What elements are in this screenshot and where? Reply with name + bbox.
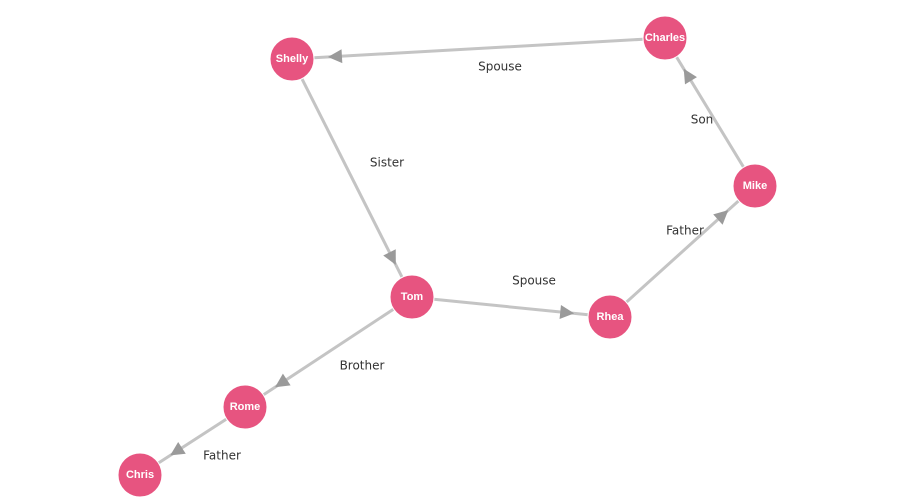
- edge-label-rome-chris: Father: [203, 449, 241, 463]
- node-rhea[interactable]: Rhea: [587, 294, 633, 340]
- node-chris[interactable]: Chris: [117, 452, 163, 498]
- edge-label-mike-charles: Son: [691, 113, 714, 127]
- arrowhead-tom-rome: [275, 373, 291, 388]
- node-circle-mike[interactable]: [732, 163, 778, 209]
- arrowhead-charles-shelly: [327, 49, 343, 64]
- edges-layer: [157, 37, 745, 465]
- edge-shelly-tom: [300, 77, 404, 279]
- node-shelly[interactable]: Shelly: [269, 36, 315, 82]
- edge-label-rhea-mike: Father: [666, 224, 704, 238]
- arrowhead-mike-charles: [683, 68, 697, 85]
- node-rome[interactable]: Rome: [222, 384, 268, 430]
- arrowhead-rome-chris: [170, 441, 186, 456]
- edge-label-shelly-tom: Sister: [370, 156, 404, 170]
- node-circle-tom[interactable]: [389, 274, 435, 320]
- arrowhead-rhea-mike: [713, 210, 729, 225]
- edge-label-tom-rome: Brother: [340, 359, 385, 373]
- node-circle-charles[interactable]: [642, 15, 688, 61]
- node-mike[interactable]: Mike: [732, 163, 778, 209]
- arrowhead-shelly-tom: [383, 249, 396, 265]
- node-circle-chris[interactable]: [117, 452, 163, 498]
- node-tom[interactable]: Tom: [389, 274, 435, 320]
- edge-label-charles-shelly: Spouse: [478, 60, 522, 74]
- node-circle-shelly[interactable]: [269, 36, 315, 82]
- arrowhead-tom-rhea: [559, 305, 575, 319]
- node-circle-rhea[interactable]: [587, 294, 633, 340]
- edge-label-tom-rhea: Spouse: [512, 274, 556, 288]
- edge-rome-chris: [157, 417, 228, 465]
- node-circle-rome[interactable]: [222, 384, 268, 430]
- edge-charles-shelly: [313, 37, 644, 60]
- node-charles[interactable]: Charles: [642, 15, 688, 61]
